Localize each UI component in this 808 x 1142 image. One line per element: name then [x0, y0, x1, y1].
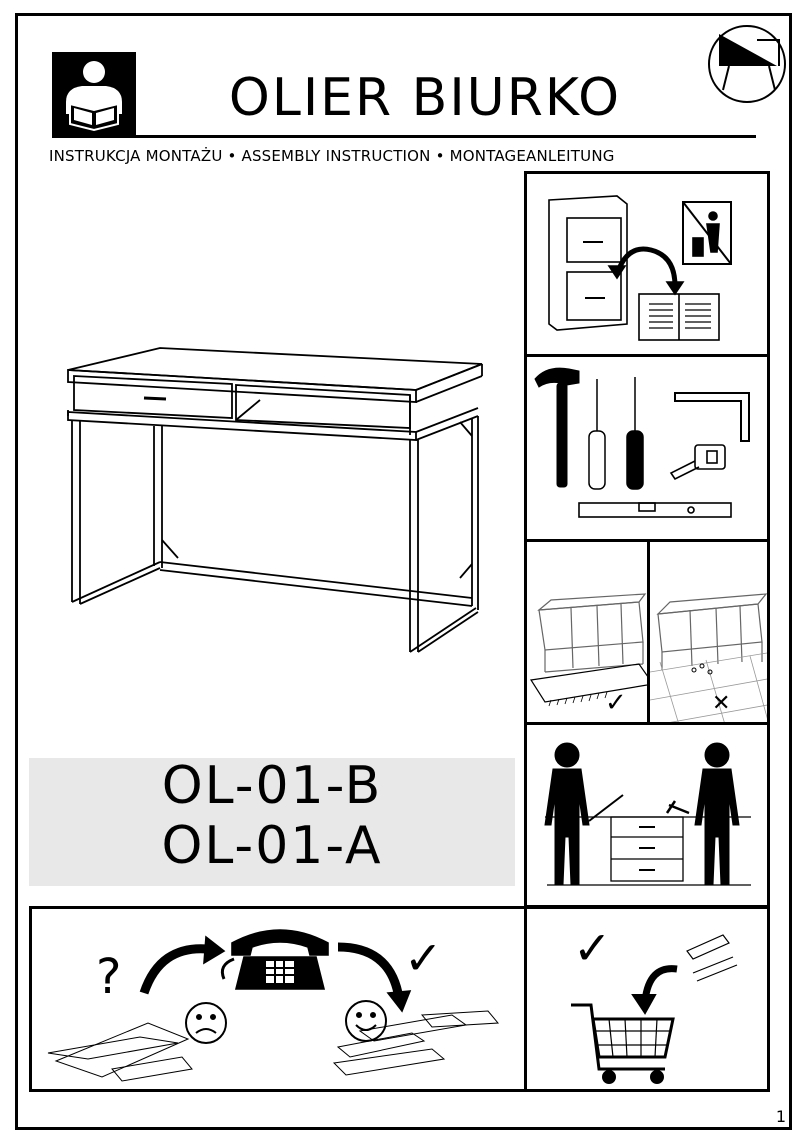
check-icon: ✓ [404, 931, 443, 985]
packaging-icon [548, 195, 720, 341]
packaging-panel [524, 171, 770, 357]
spare-parts-panel: ✓ [524, 906, 770, 1092]
help-panel: ? ✓ [29, 906, 527, 1092]
shopping-cart-icon [571, 1003, 675, 1084]
tools-panel [524, 354, 770, 542]
check-icon: ✓ [605, 688, 627, 718]
model-code-b: OL-01-B [161, 756, 383, 816]
screwdriver-icon [588, 377, 644, 490]
surface-bad-panel: ✕ [647, 539, 770, 725]
tape-measure-icon [669, 444, 726, 481]
title-divider [136, 135, 756, 138]
page-number: 1 [775, 1107, 786, 1126]
two-person-assembly-icon [544, 742, 751, 886]
page-frame [15, 13, 792, 1130]
question-mark: ? [96, 949, 122, 1005]
cross-icon: ✕ [712, 691, 731, 716]
desk-illustration [60, 340, 490, 660]
happy-face-icon [345, 1000, 387, 1042]
hammer-icon [534, 367, 580, 488]
spirit-level-icon [578, 502, 732, 518]
square-ruler-icon [674, 392, 750, 442]
sad-face-icon [185, 1002, 227, 1044]
help-hotline-icon [220, 929, 329, 990]
check-icon: ✓ [573, 921, 612, 975]
model-band [29, 758, 515, 886]
page-subtitle: INSTRUKCJA MONTAŻU • ASSEMBLY INSTRUCTIO… [49, 147, 615, 165]
page-title: OLIER BIURKO [228, 68, 622, 128]
brand-logo-icon [707, 24, 787, 104]
model-code-a: OL-01-A [161, 816, 383, 876]
no-littering-icon [682, 201, 732, 265]
surface-good-panel: ✓ [524, 539, 650, 725]
two-person-panel [524, 722, 770, 908]
reading-person-icon [52, 52, 136, 138]
